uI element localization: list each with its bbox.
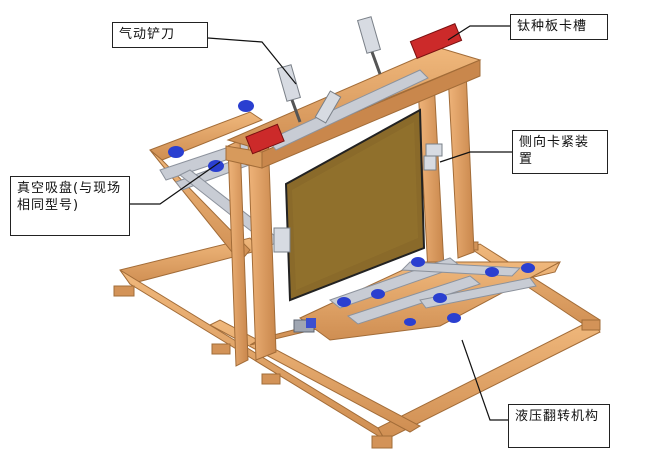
side-clamp-device [273,143,443,253]
hydraulic-flip-platform [293,257,561,341]
hydraulic-cylinder [293,318,316,333]
clamp-rail [245,16,463,155]
pneumatic-blade-cylinder-3 [314,90,342,124]
label-hydraulic-flip: 液压翻转机构 [508,404,610,448]
label-side-clamp: 侧向卡紧装置 [512,130,608,174]
vacuum-cup-icon [371,289,385,299]
slot-clamp-left [245,123,285,155]
vacuum-cup-icon [168,146,184,158]
vacuum-cup-icon [485,267,499,277]
vacuum-cup-icon [433,293,447,303]
vacuum-cup-icon [337,297,351,307]
titanium-plate [284,108,426,302]
vacuum-cup-icon [238,100,254,112]
label-pneumatic-blade: 气动铲刀 [112,22,208,48]
label-vacuum-cup: 真空吸盘(与现场相同型号) [10,176,130,236]
pneumatic-blade-cylinder-1 [276,64,302,123]
vacuum-cup-icon [411,257,425,267]
vacuum-cup-icon [447,313,461,323]
slot-clamp-right [409,23,463,59]
vacuum-cup-icon [404,318,416,326]
vacuum-cup-icon [521,263,535,273]
pneumatic-blade-cylinder-2 [356,16,382,75]
vacuum-cup-icon [208,160,224,172]
leader-lines [130,25,512,421]
label-titanium-slot: 钛种板卡槽 [510,14,608,40]
